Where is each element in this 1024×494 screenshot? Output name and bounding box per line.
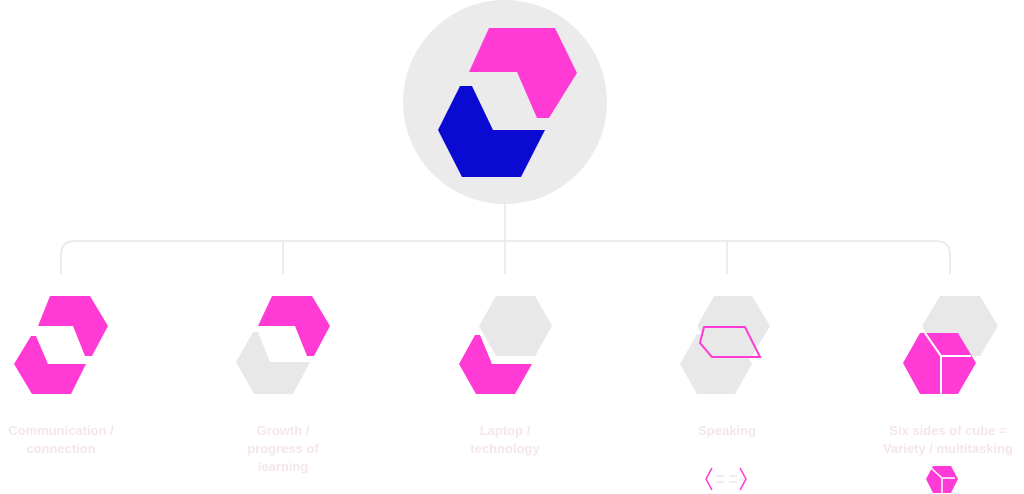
caption-line: Six sides of cube = — [889, 423, 1007, 438]
speaking-right-bracket — [739, 467, 747, 491]
caption-laptop: Laptop / technology — [405, 422, 605, 458]
caption-line: Speaking — [698, 423, 756, 438]
growth-icon — [236, 296, 330, 394]
connector-bus — [60, 240, 951, 274]
communication-lower-shape — [14, 336, 86, 394]
caption-line: technology — [470, 441, 540, 456]
communication-upper-shape — [38, 296, 108, 356]
logo-lower-shape — [438, 86, 545, 177]
logo-group — [403, 0, 607, 204]
growth-upper-shape — [258, 296, 330, 356]
speaking-outline-parallelogram — [698, 326, 762, 358]
caption-communication: Communication / connection — [0, 422, 161, 458]
hexagon-logo-icon — [438, 28, 577, 177]
cube-icon — [903, 296, 998, 493]
caption-line: Communication / — [8, 423, 114, 438]
cube-small-icon — [926, 466, 958, 493]
communication-icon — [14, 296, 108, 394]
caption-growth: Growth / progress of learning — [183, 422, 383, 476]
speaking-left-bracket — [705, 467, 713, 491]
caption-line: connection — [26, 441, 96, 456]
cube-bottom-hexagon — [903, 333, 976, 394]
caption-speaking: Speaking — [627, 422, 827, 440]
laptop-icon — [459, 296, 552, 394]
laptop-lower-shape — [459, 335, 532, 394]
caption-line: Growth / — [256, 423, 310, 438]
caption-cube: Six sides of cube = Variety / multitaski… — [848, 422, 1024, 458]
caption-line: progress of — [247, 441, 319, 456]
logo-upper-shape — [469, 28, 577, 118]
laptop-top-hexagon — [479, 296, 552, 356]
speaking-small-icon — [705, 467, 747, 491]
speaking-bottom-hexagon — [680, 334, 752, 394]
caption-line: Laptop / — [479, 423, 531, 438]
growth-lower-shape — [236, 332, 310, 394]
speaking-icon — [680, 296, 770, 491]
caption-line: Variety / multitasking — [882, 441, 1014, 456]
caption-line: learning — [257, 459, 309, 474]
